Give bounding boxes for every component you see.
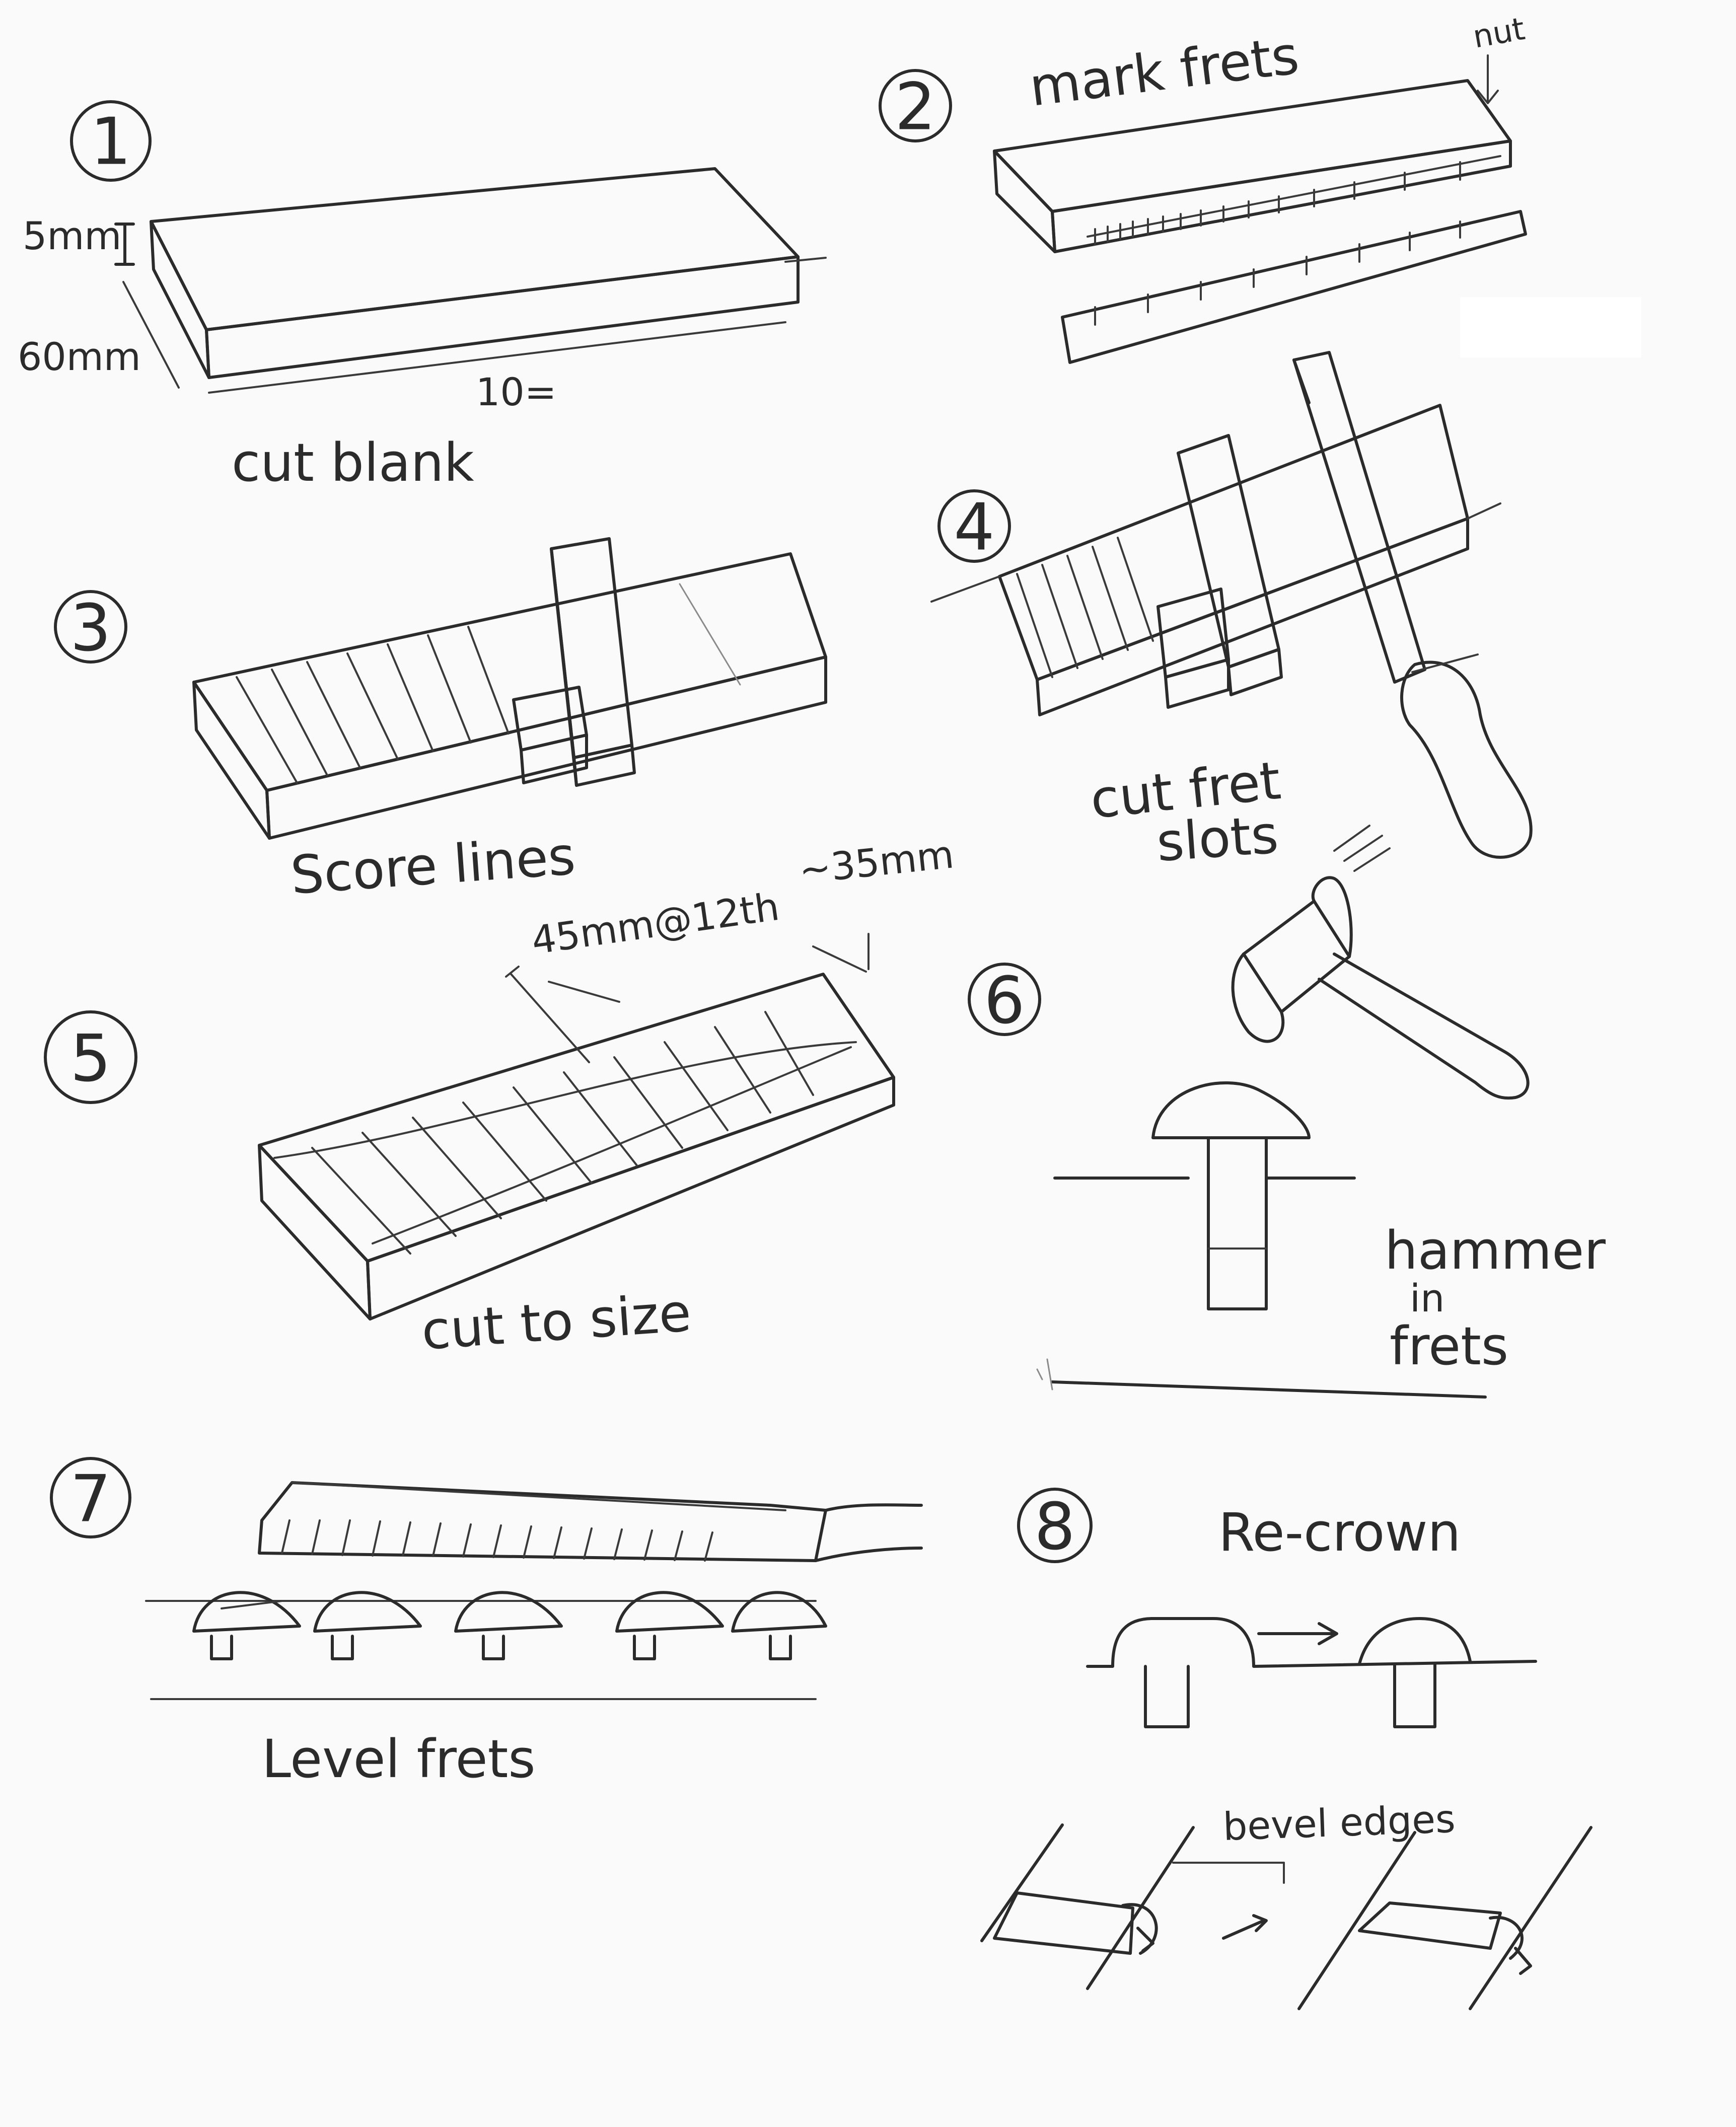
bevel-edges-drawing	[980, 1823, 1593, 2010]
step-3-number: 3	[70, 591, 111, 666]
recrown-drawing	[1086, 1617, 1537, 1728]
step-4-number-circle	[937, 489, 1011, 563]
step-6-label-line2: in	[1410, 1276, 1444, 1321]
step-8-label: Re-crown	[1218, 1502, 1461, 1563]
fret-in-slot-drawing	[1036, 1081, 1487, 1399]
scoring-board-drawing	[192, 537, 827, 840]
length-dimension-label: 10=	[476, 370, 556, 414]
thickness-dimension-label: 5mm	[23, 213, 121, 258]
step-2-number-circle	[879, 69, 952, 142]
step-5-panel: 5 45mm@12th ~35mm cut to size	[44, 832, 956, 1362]
step-7-panel: 7 Level frets	[50, 1457, 923, 1790]
marked-board-drawing	[993, 54, 1641, 364]
twelfth-fret-width-label: 45mm@12th	[529, 884, 782, 963]
step-7-number: 7	[70, 1462, 111, 1537]
step-6-panel: 6 hammer in frets	[968, 825, 1606, 1399]
step-3-label: Score lines	[288, 825, 577, 906]
step-2-panel: 2 mark frets nut	[879, 10, 1641, 364]
step-4-label-line2: slots	[1154, 803, 1280, 873]
step-1-number: 1	[90, 105, 131, 180]
nut-width-label: ~35mm	[797, 832, 956, 893]
step-8-panel: 8 Re-crown bevel edges	[980, 1488, 1593, 2010]
fret-row-drawing	[145, 1591, 827, 1700]
slot-cutting-drawing	[930, 351, 1533, 859]
step-8-number: 8	[1034, 1490, 1075, 1565]
step-3-panel: 3 Score lines	[54, 537, 827, 906]
step-8-label-2: bevel edges	[1222, 1796, 1456, 1849]
step-2-label: mark frets	[1026, 24, 1302, 118]
step-1-panel: 1 5mm 60mm 10= cut blank	[18, 100, 827, 493]
step-4-panel: 4 cut fret slots	[930, 351, 1533, 873]
leveling-file-drawing	[258, 1481, 923, 1562]
step-1-label: cut blank	[232, 432, 474, 493]
step-7-label: Level frets	[262, 1728, 536, 1790]
step-8-number-circle	[1017, 1488, 1093, 1563]
step-1-number-circle	[70, 100, 152, 182]
step-2-number: 2	[895, 70, 935, 145]
step-4-number: 4	[954, 490, 994, 565]
step-6-label-line3: frets	[1390, 1315, 1508, 1377]
step-5-label: cut to size	[419, 1282, 693, 1362]
step-6-label: hammer	[1385, 1220, 1606, 1281]
step-5-number: 5	[70, 1021, 111, 1096]
step-5-number-circle	[44, 1010, 137, 1104]
hammer-drawing	[1231, 825, 1530, 1100]
nut-label: nut	[1470, 10, 1528, 55]
trimmed-board-drawing	[258, 933, 895, 1321]
width-dimension-label: 60mm	[18, 334, 141, 379]
step-3-number-circle	[54, 590, 127, 664]
step-7-number-circle	[50, 1457, 131, 1538]
blank-board-drawing	[114, 167, 827, 394]
step-6-number: 6	[984, 964, 1025, 1039]
step-6-number-circle	[968, 963, 1041, 1036]
